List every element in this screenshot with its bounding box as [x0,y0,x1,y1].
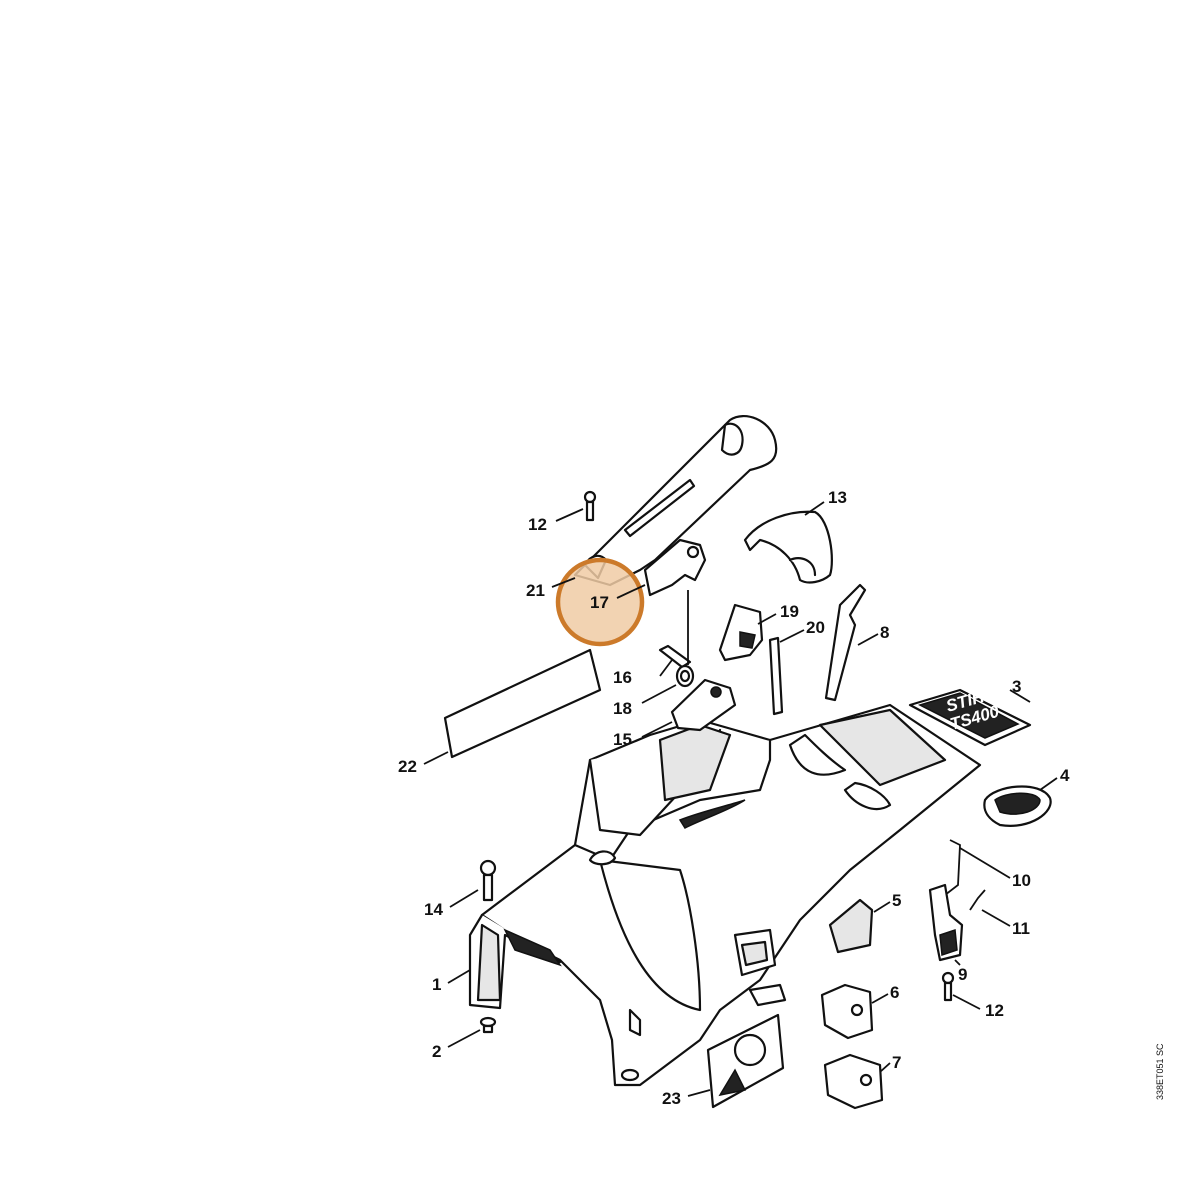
connector-part-6[interactable] [820,983,874,1040]
callout-12-bottom: 12 [985,1001,1004,1020]
callout-22: 22 [398,757,417,776]
callout-5: 5 [892,891,901,910]
screw-part-12b[interactable] [941,971,955,1002]
screw-part-12a[interactable] [583,490,597,522]
lever-part-15[interactable] [670,678,737,732]
callout-21: 21 [526,581,545,600]
spring-part-8[interactable] [824,583,867,702]
drawing-code: 338ET051 SC [1155,1043,1165,1100]
connector-part-7[interactable] [823,1053,884,1110]
screw-part-14[interactable] [479,859,497,902]
callout-6: 6 [890,983,899,1002]
callout-7: 7 [892,1053,901,1072]
callout-8: 8 [880,623,889,642]
decal-part-3[interactable]: STIHL TS400 [908,684,1032,747]
highlight-circle[interactable] [555,557,645,647]
callout-3: 3 [1012,677,1021,696]
trigger-part[interactable] [643,538,707,597]
cover-part[interactable] [743,510,833,584]
screw-part-2[interactable] [479,1016,497,1034]
callout-14: 14 [424,900,443,919]
bracket-part-9[interactable] [928,883,964,962]
callout-4: 4 [1060,766,1070,785]
bar-part-20[interactable] [768,636,784,716]
callout-16: 16 [613,668,632,687]
callout-9: 9 [958,965,967,984]
callout-15: 15 [613,730,632,749]
callout-10: 10 [1012,871,1031,890]
callout-11: 11 [1012,919,1030,938]
pin-part-16[interactable] [658,644,692,669]
spring-part-18[interactable] [675,664,695,688]
callout-13: 13 [828,488,847,507]
grommet-part-4[interactable] [983,785,1052,827]
warning-decal-part-23[interactable] [706,1013,785,1109]
part-11[interactable] [969,889,986,911]
housing-part[interactable] [468,703,982,1087]
part-19[interactable] [718,603,764,662]
block-part-5[interactable] [828,898,874,954]
spring-part-10[interactable] [944,839,961,896]
callout-2: 2 [432,1042,441,1061]
callout-1: 1 [432,975,441,994]
callout-12-top: 12 [528,515,547,534]
callout-17: 17 [590,593,609,612]
decal-part-22[interactable] [443,648,602,759]
callout-23: 23 [662,1089,681,1108]
handle-part[interactable] [573,415,778,587]
callout-19: 19 [780,602,799,621]
callout-20: 20 [806,618,825,637]
callout-18: 18 [613,699,632,718]
